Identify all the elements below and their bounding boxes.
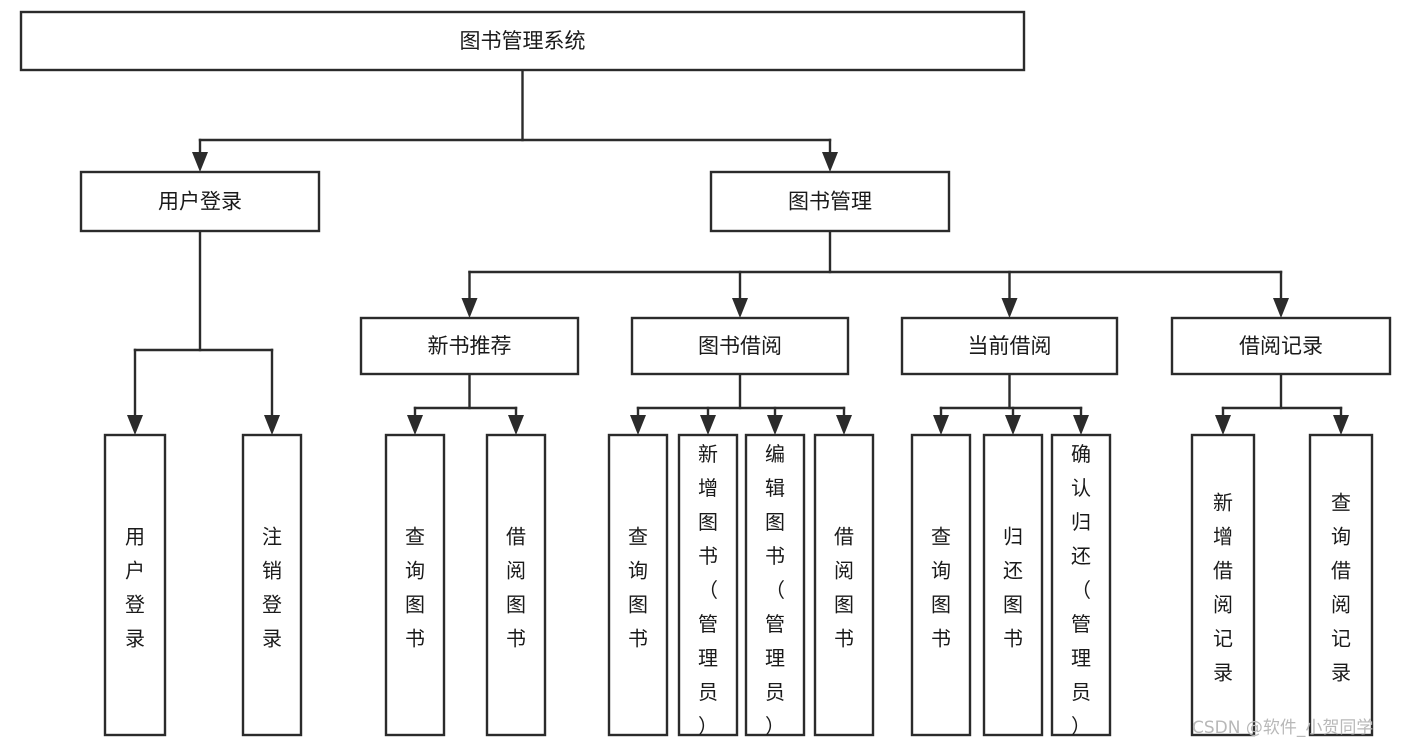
node-box[interactable] [910, 433, 972, 737]
arrow-head-icon [461, 298, 478, 318]
connector-edges-layer [127, 68, 1349, 435]
node-leaf-borrow-book-1[interactable]: 借阅图书 [485, 433, 547, 737]
arrow-head-icon [630, 415, 646, 435]
node-label: 查询借阅记录 [1331, 491, 1351, 685]
node-label: 借阅图书 [834, 525, 854, 651]
node-box[interactable] [677, 433, 739, 737]
node-leaf-edit-book-admin[interactable]: 编辑图书（管理员） [744, 433, 806, 738]
node-label: 查询图书 [405, 525, 425, 651]
node-label: 当前借阅 [968, 334, 1052, 358]
node-current-borrow[interactable]: 当前借阅 [900, 316, 1119, 376]
node-label: 用户登录 [158, 190, 242, 214]
node-leaf-confirm-return-admin[interactable]: 确认归还（管理员） [1050, 433, 1112, 738]
node-user-login[interactable]: 用户登录 [79, 170, 321, 233]
arrow-head-icon [822, 152, 838, 172]
node-leaf-query-book-3[interactable]: 查询图书 [910, 433, 972, 737]
node-box[interactable] [744, 433, 806, 737]
node-label: 注销登录 [262, 525, 282, 651]
node-leaf-borrow-book-2[interactable]: 借阅图书 [813, 433, 875, 737]
csdn-watermark: CSDN @软件_小贺同学 [1192, 718, 1373, 738]
arrow-head-icon [1073, 415, 1089, 435]
node-root[interactable]: 图书管理系统 [19, 10, 1026, 72]
node-box[interactable] [630, 316, 850, 376]
node-box[interactable] [607, 433, 669, 737]
arrow-head-icon [732, 298, 748, 318]
node-box[interactable] [359, 316, 580, 376]
node-label: 归还图书 [1003, 525, 1023, 651]
node-label: 借阅记录 [1239, 334, 1323, 358]
arrow-head-icon [1005, 415, 1021, 435]
node-box[interactable] [1170, 316, 1392, 376]
node-box[interactable] [103, 433, 167, 737]
node-label: 图书管理 [788, 190, 872, 214]
arrow-head-icon [1215, 415, 1231, 435]
node-label: 确认归还（管理员） [1071, 442, 1091, 738]
arrow-head-icon [700, 415, 716, 435]
node-label: 图书管理系统 [460, 29, 586, 53]
node-label: 图书借阅 [698, 334, 782, 358]
node-box[interactable] [79, 170, 321, 233]
node-label: 新增图书（管理员） [698, 442, 718, 738]
node-book-management[interactable]: 图书管理 [709, 170, 951, 233]
node-box[interactable] [1308, 433, 1374, 737]
node-label: 借阅图书 [506, 525, 526, 651]
arrow-head-icon [933, 415, 949, 435]
node-new-book-recommend[interactable]: 新书推荐 [359, 316, 580, 376]
node-box[interactable] [982, 433, 1044, 737]
arrow-head-icon [1333, 415, 1349, 435]
node-leaf-user-login[interactable]: 用户登录 [103, 433, 167, 737]
node-box[interactable] [813, 433, 875, 737]
arrow-head-icon [407, 415, 423, 435]
node-leaf-query-book-1[interactable]: 查询图书 [384, 433, 446, 737]
node-box[interactable] [19, 10, 1026, 72]
node-leaf-query-borrow-record[interactable]: 查询借阅记录 [1308, 433, 1374, 737]
arrow-head-icon [127, 415, 143, 435]
node-leaf-query-book-2[interactable]: 查询图书 [607, 433, 669, 737]
node-leaf-return-book[interactable]: 归还图书 [982, 433, 1044, 737]
node-box[interactable] [384, 433, 446, 737]
node-box[interactable] [485, 433, 547, 737]
node-box[interactable] [1190, 433, 1256, 737]
node-box[interactable] [709, 170, 951, 233]
node-boxes-layer: 图书管理系统用户登录图书管理新书推荐图书借阅当前借阅借阅记录用户登录注销登录查询… [19, 10, 1392, 738]
arrow-head-icon [508, 415, 524, 435]
node-label: 用户登录 [125, 525, 145, 651]
node-leaf-logout[interactable]: 注销登录 [241, 433, 303, 737]
node-box[interactable] [1050, 433, 1112, 737]
node-label: 新增借阅记录 [1213, 491, 1233, 685]
arrow-head-icon [192, 152, 208, 172]
node-label: 查询图书 [931, 525, 951, 651]
node-box[interactable] [241, 433, 303, 737]
arrow-head-icon [767, 415, 783, 435]
node-label: 查询图书 [628, 525, 648, 651]
arrow-head-icon [1001, 298, 1018, 318]
node-label: 编辑图书（管理员） [765, 442, 785, 738]
node-box[interactable] [900, 316, 1119, 376]
node-borrow-record[interactable]: 借阅记录 [1170, 316, 1392, 376]
node-label: 新书推荐 [428, 334, 512, 358]
arrow-head-icon [836, 415, 852, 435]
node-leaf-add-borrow-record[interactable]: 新增借阅记录 [1190, 433, 1256, 737]
node-book-borrow[interactable]: 图书借阅 [630, 316, 850, 376]
arrow-head-icon [264, 415, 280, 435]
arrow-head-icon [1273, 298, 1289, 318]
node-leaf-add-book-admin[interactable]: 新增图书（管理员） [677, 433, 739, 738]
